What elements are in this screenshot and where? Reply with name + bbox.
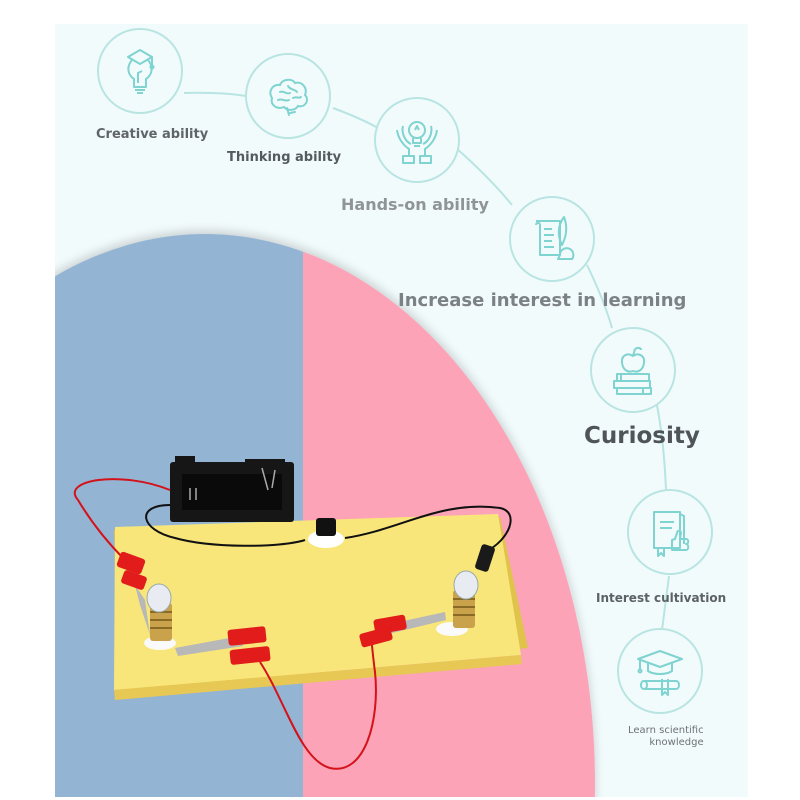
label-line-1: Learn scientific — [628, 725, 704, 736]
label-thinking-ability: Thinking ability — [227, 150, 342, 165]
label-creative-ability: Creative ability — [96, 127, 209, 142]
scroll-quill-inkpot-icon — [535, 216, 575, 260]
node-thinking-ability — [245, 53, 331, 139]
battery-holder — [170, 456, 294, 522]
label-curiosity: Curiosity — [584, 423, 700, 449]
lightbulb-graduation-cap-icon — [127, 49, 155, 94]
light-bulb-right — [453, 570, 479, 600]
node-interest-cultivation — [627, 489, 713, 575]
label-increase-interest: Increase interest in learning — [398, 290, 687, 311]
node-increase-interest — [509, 196, 595, 282]
graduation-cap-diploma-icon — [637, 650, 683, 696]
label-interest-cultivation: Interest cultivation — [596, 591, 727, 605]
pink-half — [303, 234, 595, 797]
alligator-clip-left-bottom — [175, 636, 243, 656]
black-connector-right — [475, 544, 495, 572]
node-hands-on-ability — [374, 97, 460, 183]
label-hands-on-ability: Hands-on ability — [341, 195, 489, 214]
node-learn-scientific-knowledge — [617, 628, 703, 714]
node-creative-ability — [97, 28, 183, 114]
light-bulb-left — [146, 583, 172, 613]
alligator-clip-left-top — [116, 551, 146, 575]
node-curiosity — [590, 327, 676, 413]
label-learn-scientific-knowledge: Learn scientific knowledge — [628, 725, 704, 749]
apple-on-books-icon — [613, 346, 652, 395]
book-thumbs-up-icon — [653, 511, 690, 557]
label-line-2: knowledge — [649, 737, 704, 748]
brain-icon — [269, 78, 308, 116]
hands-holding-lightbulb-icon — [396, 121, 438, 164]
push-switch — [316, 518, 336, 536]
